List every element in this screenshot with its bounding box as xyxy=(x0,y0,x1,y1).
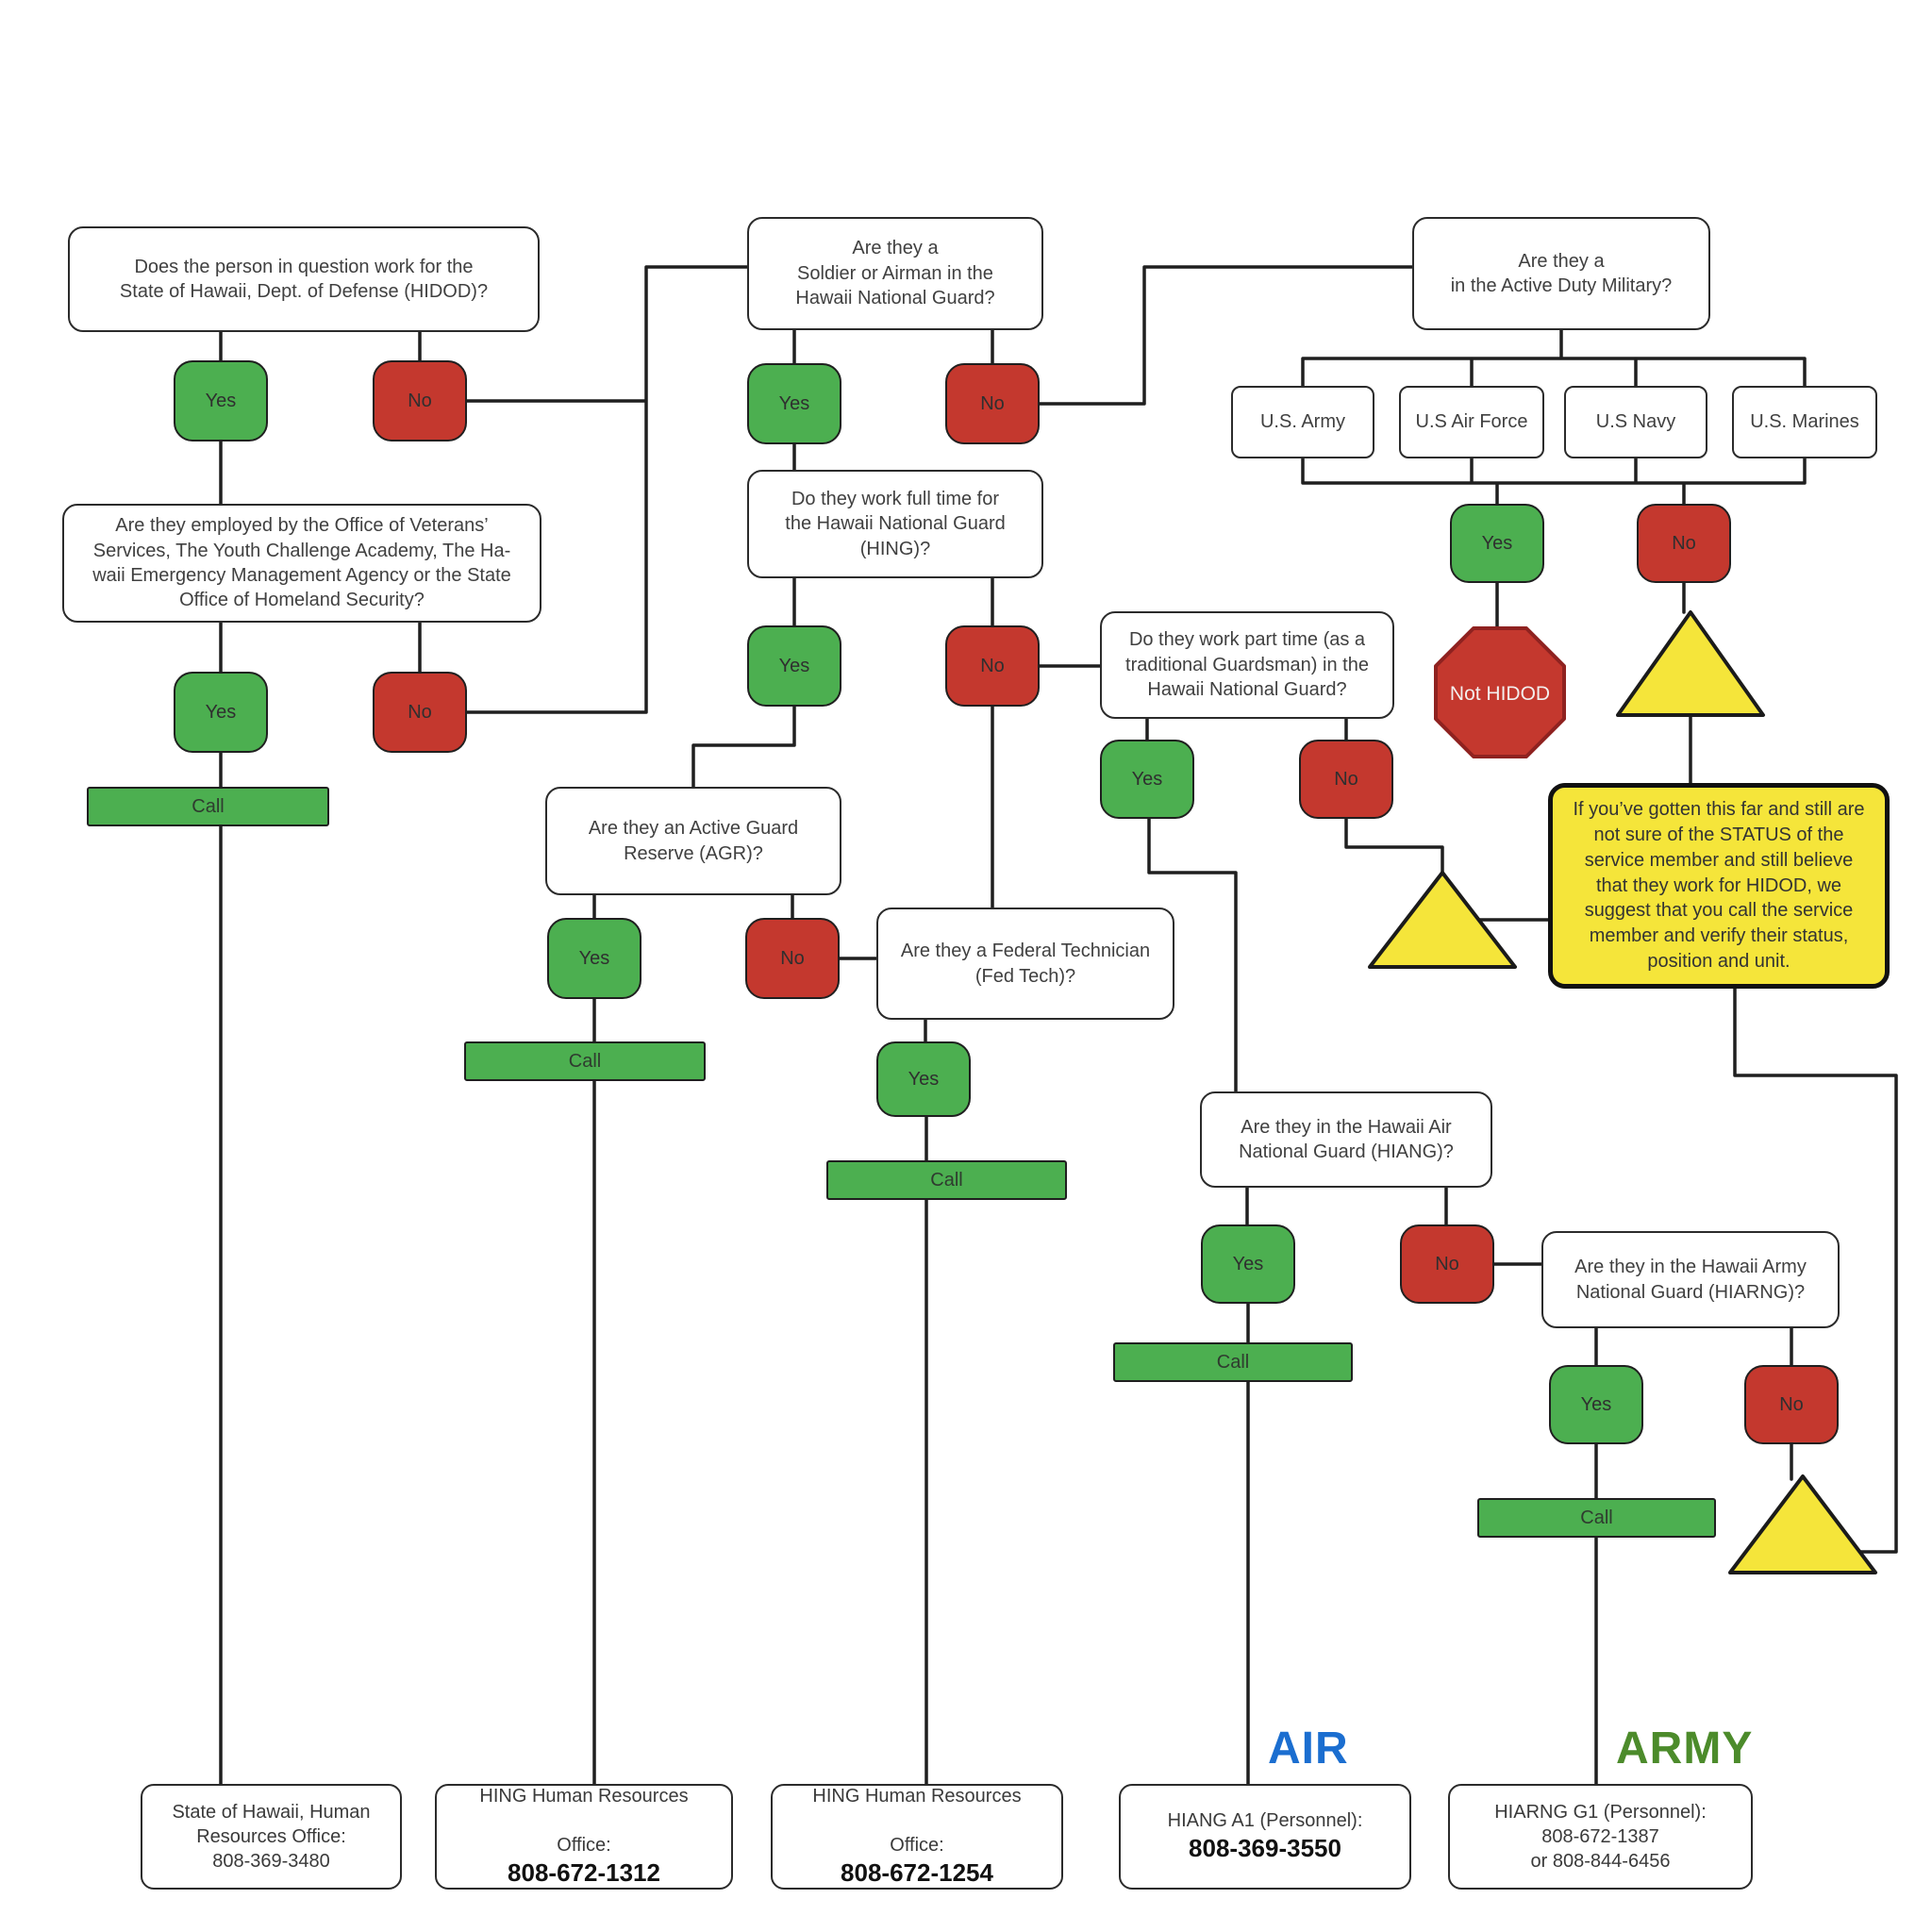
question-hiang: Are they in the Hawaii Air National Guar… xyxy=(1200,1091,1492,1188)
warning-triangle-active-duty-icon xyxy=(1616,610,1765,717)
branch-us-marines: U.S. Marines xyxy=(1732,386,1877,458)
warning-triangle-part-time-icon xyxy=(1368,871,1517,969)
contact-hiang-a1-phone: 808-369-3550 xyxy=(1189,1834,1341,1863)
contact-hiang-a1: HIANG A1 (Personnel): 808-369-3550 xyxy=(1119,1784,1411,1890)
question-soldier-airman: Are they a Soldier or Airman in the Hawa… xyxy=(747,217,1043,330)
contact-hing-hr-1: HING Human Resources Office: 808-672-131… xyxy=(435,1784,733,1890)
hidod-no: No xyxy=(373,360,467,441)
call-bar-fed-tech: Call xyxy=(826,1160,1067,1200)
status-advisory-note: If you’ve gotten this far and still are … xyxy=(1548,783,1890,989)
air-section-label: AIR xyxy=(1268,1724,1349,1774)
state-agencies-yes: Yes xyxy=(174,672,268,753)
stop-octagon xyxy=(1434,626,1566,758)
contact-hiang-a1-line1: HIANG A1 (Personnel): xyxy=(1167,1810,1363,1832)
hiang-yes: Yes xyxy=(1201,1224,1295,1304)
call-bar-hiang: Call xyxy=(1113,1342,1353,1382)
full-time-no: No xyxy=(945,625,1040,707)
warning-triangle-hiarng-icon xyxy=(1728,1474,1877,1574)
question-full-time-hing: Do they work full time for the Hawaii Na… xyxy=(747,470,1043,578)
army-section-label: ARMY xyxy=(1616,1724,1754,1774)
contact-hing-hr-2-phone: 808-672-1254 xyxy=(841,1858,993,1888)
state-agencies-no: No xyxy=(373,672,467,753)
connector-lines xyxy=(219,265,1898,1786)
agr-no: No xyxy=(745,918,840,999)
question-agr: Are they an Active Guard Reserve (AGR)? xyxy=(545,787,841,895)
branch-us-navy: U.S Navy xyxy=(1564,386,1707,458)
hidod-yes: Yes xyxy=(174,360,268,441)
call-bar-agr: Call xyxy=(464,1041,706,1081)
question-fed-tech: Are they a Federal Technician (Fed Tech)… xyxy=(876,908,1174,1020)
soldier-airman-yes: Yes xyxy=(747,363,841,444)
call-bar-state-hr: Call xyxy=(87,787,329,826)
question-hidod: Does the person in question work for the… xyxy=(68,226,540,332)
part-time-yes: Yes xyxy=(1100,740,1194,819)
call-bar-hiarng: Call xyxy=(1477,1498,1716,1538)
contact-hing-hr-2: HING Human Resources Office: 808-672-125… xyxy=(771,1784,1063,1890)
contact-hing-hr-1-office-label: Office: xyxy=(557,1835,611,1857)
branch-us-air-force: U.S Air Force xyxy=(1399,386,1544,458)
agr-yes: Yes xyxy=(547,918,641,999)
contact-hing-hr-2-office-label: Office: xyxy=(890,1835,944,1857)
contact-hing-hr-1-phone: 808-672-1312 xyxy=(508,1858,660,1888)
question-part-time: Do they work part time (as a traditional… xyxy=(1100,611,1394,719)
contact-hing-hr-2-line2: Office: 808-672-1254 xyxy=(841,1808,993,1890)
active-duty-no: No xyxy=(1637,504,1731,583)
fed-tech-yes: Yes xyxy=(876,1041,971,1117)
branch-us-army: U.S. Army xyxy=(1231,386,1374,458)
contact-hing-hr-1-line1: HING Human Resources xyxy=(479,1786,689,1807)
active-duty-yes: Yes xyxy=(1450,504,1544,583)
hiarng-no: No xyxy=(1744,1365,1839,1444)
contact-state-hr: State of Hawaii, Human Resources Office:… xyxy=(141,1784,402,1890)
part-time-no: No xyxy=(1299,740,1393,819)
question-active-duty: Are they a in the Active Duty Military? xyxy=(1412,217,1710,330)
contact-hing-hr-1-line2: Office: 808-672-1312 xyxy=(508,1808,660,1890)
stop-octagon-label: Not HIDOD xyxy=(1450,683,1550,705)
contact-hing-hr-2-line1: HING Human Resources xyxy=(812,1786,1022,1807)
question-state-agencies: Are they employed by the Office of Veter… xyxy=(62,504,541,623)
soldier-airman-no: No xyxy=(945,363,1040,444)
hiang-no: No xyxy=(1400,1224,1494,1304)
contact-hiarng-g1: HIARNG G1 (Personnel): 808-672-1387 or 8… xyxy=(1448,1784,1753,1890)
question-hiarng: Are they in the Hawaii Army National Gua… xyxy=(1541,1231,1840,1328)
hiarng-yes: Yes xyxy=(1549,1365,1643,1444)
full-time-yes: Yes xyxy=(747,625,841,707)
